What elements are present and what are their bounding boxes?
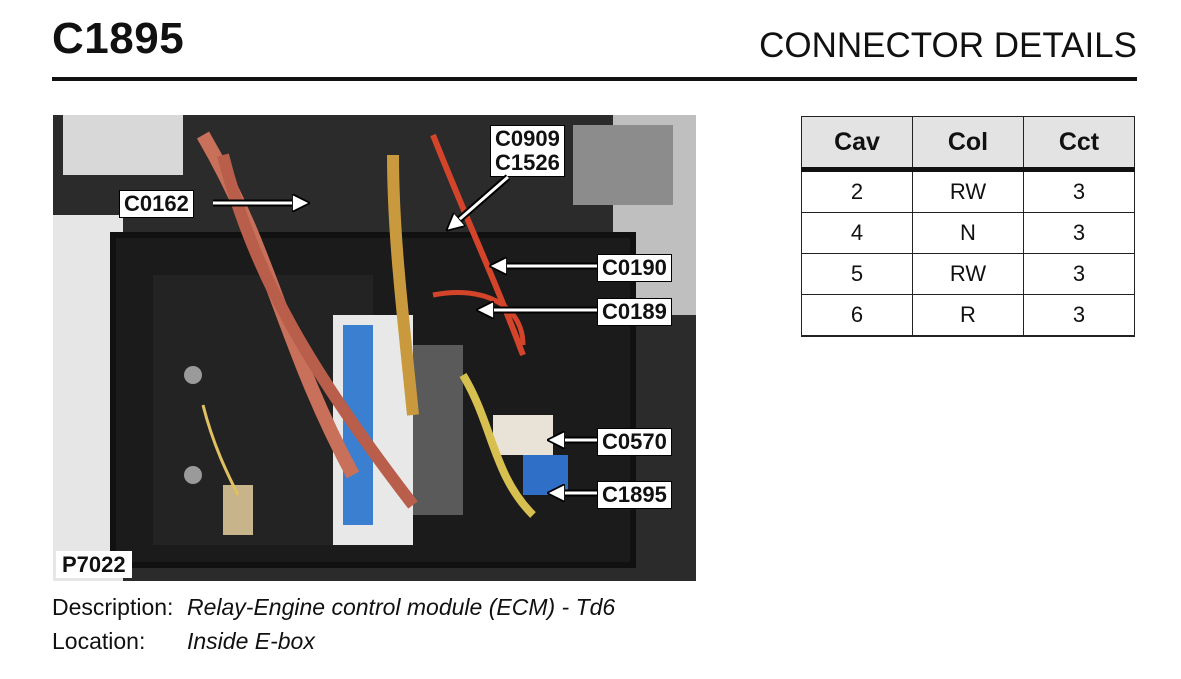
col-header-cct: Cct: [1023, 116, 1135, 172]
connector-photo: P7022 C0909 C1526 C0162 C0190 C0189 C057…: [53, 115, 696, 581]
table-row: 5 RW 3: [801, 253, 1135, 295]
cell-cav: 6: [801, 294, 913, 337]
callout-c0189: C0189: [597, 298, 672, 326]
cell-col: N: [912, 212, 1024, 254]
pinout-table: Cav Col Cct 2 RW 3 4 N 3 5 RW 3 6 R 3: [801, 116, 1135, 337]
callout-c0570: C0570: [597, 428, 672, 456]
callout-c0162-text: C0162: [124, 191, 189, 216]
cell-cav: 4: [801, 212, 913, 254]
cell-cct: 3: [1023, 253, 1135, 295]
col-header-cav: Cav: [801, 116, 913, 172]
callout-c0189-text: C0189: [602, 299, 667, 324]
description-line: Description: Relay-Engine control module …: [52, 594, 615, 621]
table-header-row: Cav Col Cct: [801, 116, 1135, 172]
cell-cct: 3: [1023, 212, 1135, 254]
connector-code: C1895: [52, 14, 185, 63]
cell-cct: 3: [1023, 294, 1135, 337]
table-row: 6 R 3: [801, 294, 1135, 337]
callout-c0190-text: C0190: [602, 255, 667, 280]
callout-c1895-text: C1895: [602, 482, 667, 507]
page-heading: CONNECTOR DETAILS: [759, 26, 1137, 65]
callout-c0190: C0190: [597, 254, 672, 282]
callout-c1895: C1895: [597, 481, 672, 509]
cell-cav: 5: [801, 253, 913, 295]
description-label: Description:: [52, 594, 174, 620]
photo-id-label: P7022: [56, 551, 132, 578]
table-row: 2 RW 3: [801, 169, 1135, 213]
callout-c0570-text: C0570: [602, 429, 667, 454]
header-rule: [52, 77, 1137, 81]
table-row: 4 N 3: [801, 212, 1135, 254]
description-value: Relay-Engine control module (ECM) - Td6: [187, 594, 616, 620]
cell-cct: 3: [1023, 169, 1135, 213]
location-value: Inside E-box: [187, 628, 315, 654]
cell-col: R: [912, 294, 1024, 337]
location-line: Location: Inside E-box: [52, 628, 315, 655]
callout-c0909-text: C0909: [495, 126, 560, 151]
cell-col: RW: [912, 253, 1024, 295]
callout-c0162: C0162: [119, 190, 194, 218]
col-header-col: Col: [912, 116, 1024, 172]
callout-c0909-c1526: C0909 C1526: [490, 125, 565, 177]
photo-illustration: [53, 115, 696, 581]
cell-cav: 2: [801, 169, 913, 213]
location-label: Location:: [52, 628, 146, 654]
cell-col: RW: [912, 169, 1024, 213]
callout-c1526-text: C1526: [495, 150, 560, 175]
